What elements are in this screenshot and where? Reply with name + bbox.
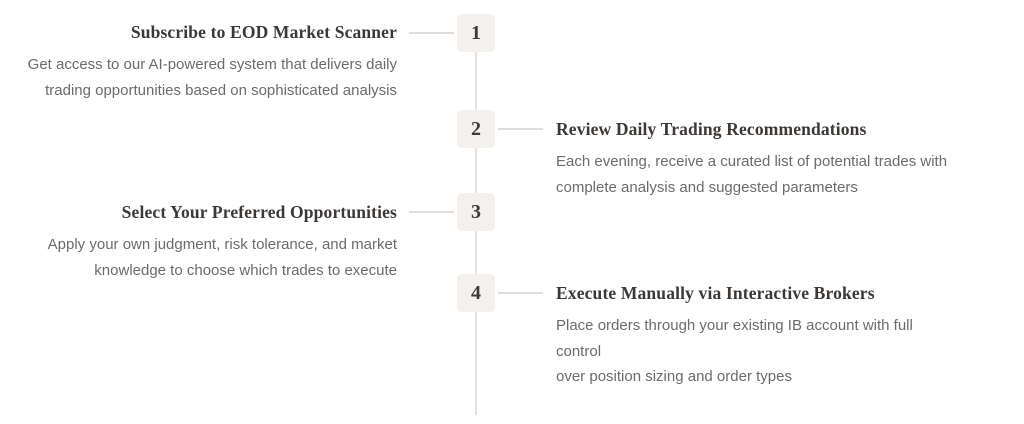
step-desc-line: trading opportunities based on sophistic… — [45, 81, 397, 99]
step-badge-1[interactable]: 1 — [457, 14, 495, 52]
step-description-2: Each evening, receive a curated list of … — [556, 149, 950, 201]
step-description-3: Apply your own judgment, risk tolerance,… — [3, 232, 397, 284]
step-desc-line: over position sizing and order types — [556, 368, 792, 386]
connector-step-4 — [498, 292, 543, 294]
step-desc-line: complete analysis and suggested paramete… — [556, 178, 858, 196]
step-title-3: Select Your Preferred Opportunities — [121, 202, 397, 222]
step-title-4: Execute Manually via Interactive Brokers — [556, 283, 875, 303]
connector-step-2 — [498, 128, 543, 130]
step-badge-3[interactable]: 3 — [457, 193, 495, 231]
step-content-4: Execute Manually via Interactive Brokers… — [556, 283, 950, 390]
step-badge-2[interactable]: 2 — [457, 110, 495, 148]
step-badge-4[interactable]: 4 — [457, 274, 495, 312]
step-number-2: 2 — [471, 117, 481, 140]
step-number-1: 1 — [471, 21, 481, 44]
connector-step-3 — [409, 211, 454, 213]
step-content-2: Review Daily Trading Recommendations Eac… — [556, 119, 950, 200]
step-desc-line: Get access to our AI-powered system that… — [27, 55, 397, 73]
step-title-1: Subscribe to EOD Market Scanner — [130, 22, 397, 42]
step-desc-line: Place orders through your existing IB ac… — [556, 316, 913, 360]
step-content-1: Subscribe to EOD Market Scanner Get acce… — [3, 22, 397, 103]
step-content-3: Select Your Preferred Opportunities Appl… — [3, 202, 397, 283]
step-description-1: Get access to our AI-powered system that… — [3, 52, 397, 104]
step-desc-line: Each evening, receive a curated list of … — [556, 152, 948, 170]
step-number-3: 3 — [471, 200, 481, 223]
connector-step-1 — [409, 32, 454, 34]
step-number-4: 4 — [471, 281, 481, 304]
step-desc-line: Apply your own judgment, risk tolerance,… — [47, 235, 397, 253]
step-title-2: Review Daily Trading Recommendations — [556, 119, 867, 139]
step-description-4: Place orders through your existing IB ac… — [556, 313, 950, 390]
step-desc-line: knowledge to choose which trades to exec… — [94, 261, 397, 279]
